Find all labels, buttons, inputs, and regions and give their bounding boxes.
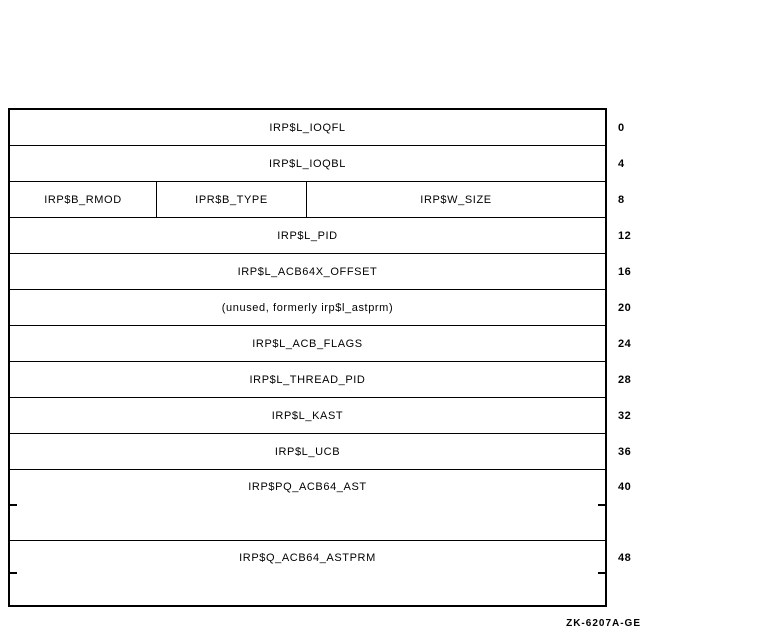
byte-offset-label: 4 bbox=[618, 157, 625, 170]
byte-offset-label: 20 bbox=[618, 301, 632, 314]
quadword-midpoint-tick-right bbox=[598, 572, 605, 574]
structure-layout-box: IRP$L_IOQFL 0 IRP$L_IOQBL 4 IRP$B_RMOD I… bbox=[8, 108, 631, 607]
byte-offset-label: 0 bbox=[618, 121, 625, 134]
struct-row-acb64x-offset: IRP$L_ACB64X_OFFSET 16 bbox=[10, 253, 631, 289]
field-label: IRP$L_PID bbox=[277, 229, 338, 242]
struct-row-acb-flags: IRP$L_ACB_FLAGS 24 bbox=[10, 325, 631, 361]
field-label: IRP$L_IOQFL bbox=[269, 121, 346, 134]
struct-row-rmod-type-size: IRP$B_RMOD IPR$B_TYPE IRP$W_SIZE 8 bbox=[10, 181, 624, 217]
figure-number: ZK-6207A-GE bbox=[566, 618, 641, 629]
field-label: IRP$Q_ACB64_ASTPRM bbox=[239, 552, 376, 564]
field-label: IRP$L_ACB64X_OFFSET bbox=[237, 265, 378, 278]
byte-offset-label: 24 bbox=[618, 337, 632, 350]
struct-row-kast: IRP$L_KAST 32 bbox=[10, 397, 631, 433]
byte-offset-label: 32 bbox=[618, 409, 632, 422]
field-cell-size: IRP$W_SIZE bbox=[420, 193, 492, 206]
struct-row-ioqbl: IRP$L_IOQBL 4 bbox=[10, 145, 624, 181]
field-label: IRP$PQ_ACB64_AST bbox=[248, 481, 367, 493]
byte-offset-label: 8 bbox=[618, 193, 625, 206]
struct-row-acb64-ast: IRP$PQ_ACB64_AST 40 bbox=[10, 469, 631, 540]
byte-offset-label: 12 bbox=[618, 229, 632, 242]
struct-row-pid: IRP$L_PID 12 bbox=[10, 217, 631, 253]
byte-offset-label: 36 bbox=[618, 445, 632, 458]
byte-offset-label: 40 bbox=[618, 481, 632, 493]
byte-offset-label: 48 bbox=[618, 552, 632, 564]
quadword-midpoint-tick-left bbox=[10, 504, 17, 506]
field-label: IRP$L_UCB bbox=[274, 445, 341, 458]
struct-row-thread-pid: IRP$L_THREAD_PID 28 bbox=[10, 361, 631, 397]
field-cell-rmod: IRP$B_RMOD bbox=[10, 182, 157, 217]
struct-row-ucb: IRP$L_UCB 36 bbox=[10, 433, 631, 469]
byte-offset-label: 28 bbox=[618, 373, 632, 386]
field-label: (unused, formerly irp$l_astprm) bbox=[221, 301, 394, 314]
byte-offset-label: 16 bbox=[618, 265, 632, 278]
struct-row-acb64-astprm: IRP$Q_ACB64_ASTPRM 48 bbox=[10, 540, 631, 605]
field-label: IRP$L_IOQBL bbox=[269, 157, 346, 170]
field-cell-type: IPR$B_TYPE bbox=[157, 182, 307, 217]
quadword-midpoint-tick-right bbox=[598, 504, 605, 506]
struct-row-unused-astprm: (unused, formerly irp$l_astprm) 20 bbox=[10, 289, 631, 325]
quadword-midpoint-tick-left bbox=[10, 572, 17, 574]
struct-row-ioqfl: IRP$L_IOQFL 0 bbox=[10, 110, 624, 145]
field-label: IRP$L_ACB_FLAGS bbox=[252, 337, 363, 350]
field-label: IRP$L_KAST bbox=[271, 409, 344, 422]
field-label: IRP$L_THREAD_PID bbox=[249, 373, 366, 386]
